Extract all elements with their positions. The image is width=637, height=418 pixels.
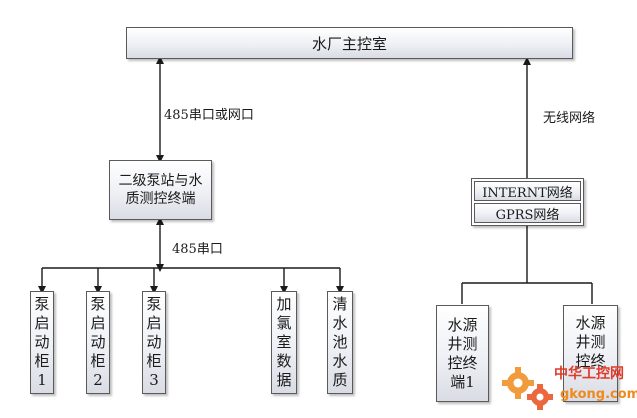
gprs-box: GPRS网络 <box>474 203 581 223</box>
secondary-station-box: 二级泵站与水质测控终端 <box>109 160 212 220</box>
chlorine-room-label: 加氯室数据 <box>276 295 292 389</box>
secondary-station-label: 二级泵站与水质测控终端 <box>118 173 203 207</box>
link-label-485: 485串口 <box>172 242 223 257</box>
gear-logo-icon <box>502 367 553 410</box>
clear-water-tank-box: 清水池水质 <box>327 291 353 394</box>
pump-cabinet-2-box: 泵启动柜2 <box>86 291 110 394</box>
gkong-logo: 中华工控网 gkong.com <box>500 357 637 415</box>
pump-cabinet-1-box: 泵启动柜1 <box>30 291 54 394</box>
gprs-label: GPRS网络 <box>495 207 560 223</box>
well-terminal-1-box: 水源井测控终端1 <box>436 305 489 402</box>
network-stack: INTERNT网络 GPRS网络 <box>471 178 584 226</box>
control-room-box: 水厂主控室 <box>126 27 573 59</box>
clear-water-tank-label: 清水池水质 <box>332 295 348 389</box>
watermark-cn: 中华工控网 <box>554 366 624 382</box>
watermark-url: gkong.com <box>560 387 637 402</box>
internet-label: INTERNT网络 <box>482 185 573 201</box>
chlorine-room-box: 加氯室数据 <box>271 291 297 394</box>
link-label-wireless: 无线网络 <box>543 111 596 126</box>
pump-cabinet-2-label: 泵启动柜2 <box>90 295 106 389</box>
well-terminal-2-label: 水源井测控终 <box>575 314 606 370</box>
internet-box: INTERNT网络 <box>474 181 581 201</box>
well-terminal-2-box: 水源井测控终 <box>563 305 618 402</box>
pump-cabinet-3-box: 泵启动柜3 <box>142 291 166 394</box>
pump-cabinet-3-label: 泵启动柜3 <box>146 295 162 389</box>
well-terminal-1-label: 水源井测控终端1 <box>447 315 478 391</box>
link-label-485-or-net: 485串口或网口 <box>164 108 254 123</box>
control-room-label: 水厂主控室 <box>311 34 387 53</box>
pump-cabinet-1-label: 泵启动柜1 <box>34 295 50 389</box>
